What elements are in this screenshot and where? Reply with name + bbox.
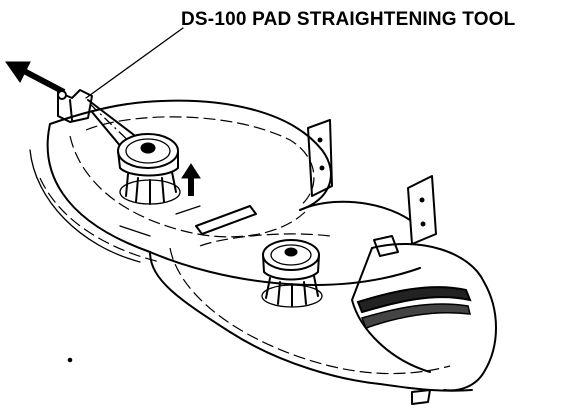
lower-spindle-pulley bbox=[261, 239, 323, 308]
deck-shell bbox=[29, 99, 473, 392]
leader-line bbox=[85, 27, 184, 99]
upper-spindle-pulley bbox=[117, 133, 181, 205]
discharge-chute bbox=[351, 235, 497, 392]
tool-callout-label: DS-100 PAD STRAIGHTENING TOOL bbox=[181, 9, 516, 30]
straightening-tool bbox=[57, 89, 93, 123]
arrow-left-up-icon bbox=[5, 61, 66, 95]
rear-bracket bbox=[307, 119, 437, 245]
deck-details bbox=[67, 205, 431, 405]
arrow-up-icon bbox=[181, 163, 201, 196]
